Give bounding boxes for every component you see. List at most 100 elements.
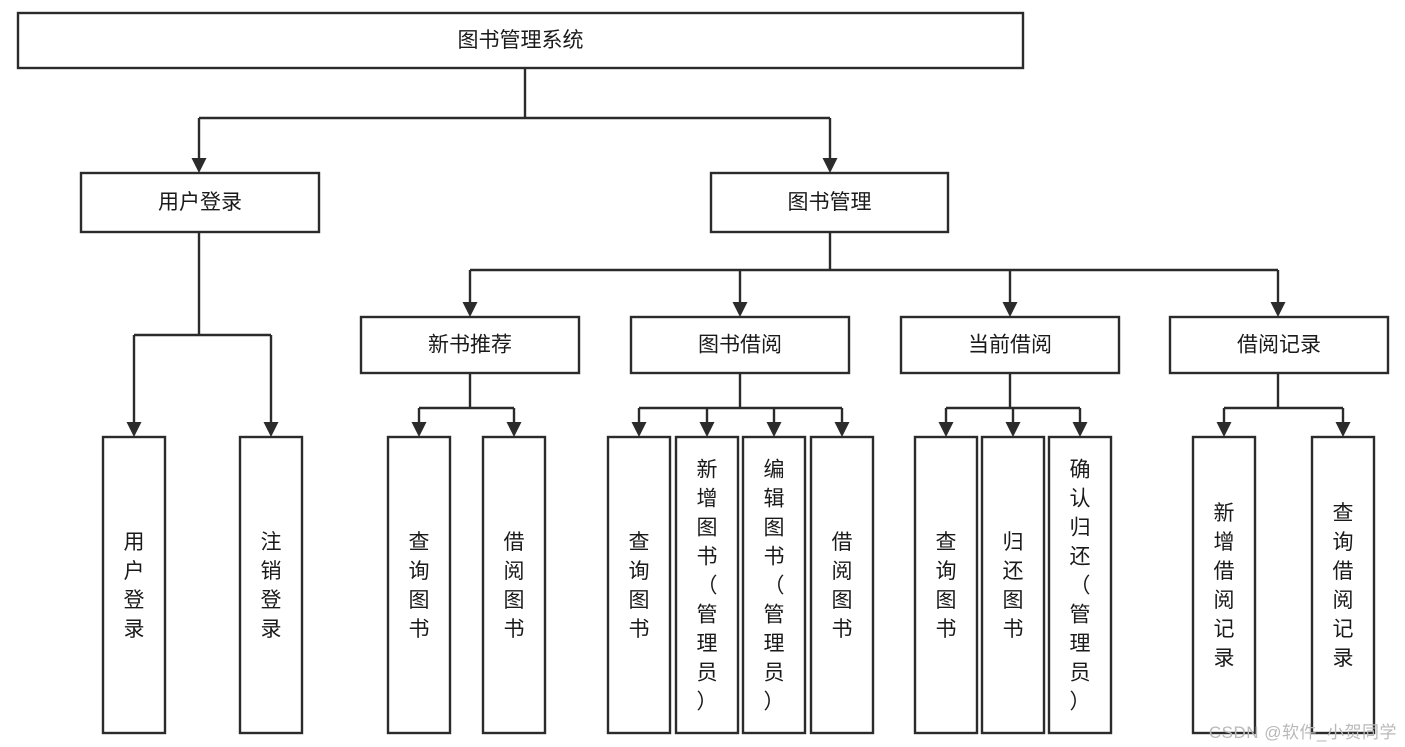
node-label: 查询借阅记录	[1333, 502, 1354, 670]
node-label-char: 书	[504, 618, 525, 641]
node-label-char: 归	[1070, 517, 1091, 540]
node-leaf-9-归还图书[interactable]: 归还图书	[980, 435, 1046, 735]
node-label-char: 注	[261, 531, 282, 554]
node-rect[interactable]	[79, 171, 321, 234]
node-label-char: 归	[1003, 531, 1024, 554]
node-label: 归还图书	[1003, 531, 1024, 641]
node-root-图书管理系统[interactable]: 图书管理系统	[16, 11, 1025, 70]
node-leaf-2-查询图书[interactable]: 查询图书	[386, 435, 452, 735]
node-label-char: 管	[764, 604, 785, 627]
node-rect[interactable]	[709, 171, 950, 234]
node-rect[interactable]	[101, 435, 167, 735]
node-label-char: 阅	[1333, 589, 1354, 612]
node-label: 注销登录	[261, 531, 282, 641]
node-label-char: 询	[1333, 531, 1354, 554]
arrow-head	[938, 422, 954, 437]
node-rect[interactable]	[913, 435, 979, 735]
node-rect[interactable]	[674, 435, 740, 735]
node-label-char: 辑	[764, 488, 785, 511]
node-leaf-4-查询图书[interactable]: 查询图书	[606, 435, 672, 735]
watermark-label: CSDN @软件_小贺同学	[1208, 723, 1397, 742]
node-leaf-5-新增图书管理员[interactable]: 新增图书（管理员）	[674, 435, 740, 735]
node-label-char: 增	[697, 488, 718, 511]
node-label-char: 书	[409, 618, 430, 641]
node-rect[interactable]	[16, 11, 1025, 70]
node-label-char: 借	[832, 531, 853, 554]
node-label: 新书推荐	[428, 334, 512, 357]
node-rect[interactable]	[809, 435, 875, 735]
node-label-char: 图	[409, 589, 430, 612]
node-label-char: 阅	[504, 560, 525, 583]
node-level3-借阅记录[interactable]: 借阅记录	[1168, 315, 1390, 375]
node-leaf-7-借阅图书[interactable]: 借阅图书	[809, 435, 875, 735]
node-rect[interactable]	[1310, 435, 1376, 735]
node-level2-图书管理[interactable]: 图书管理	[709, 171, 950, 234]
node-label-char: 录	[1214, 647, 1235, 670]
arrow-head	[126, 422, 142, 437]
arrow-head	[1335, 422, 1351, 437]
node-leaf-11-新增借阅记录[interactable]: 新增借阅记录	[1191, 435, 1257, 735]
node-leaf-0-用户登录[interactable]: 用户登录	[101, 435, 167, 735]
node-label-char: 员	[697, 662, 718, 685]
arrow-head	[834, 422, 850, 437]
node-rect[interactable]	[606, 435, 672, 735]
arrow-head	[766, 422, 782, 437]
node-label: 借阅记录	[1237, 334, 1321, 357]
node-rect[interactable]	[899, 315, 1121, 375]
node-rect[interactable]	[238, 435, 304, 735]
node-leaf-3-借阅图书[interactable]: 借阅图书	[481, 435, 547, 735]
arrow-head	[732, 302, 748, 317]
node-label-char: 询	[936, 560, 957, 583]
node-level3-图书借阅[interactable]: 图书借阅	[629, 315, 851, 375]
node-leaf-1-注销登录[interactable]: 注销登录	[238, 435, 304, 735]
node-label-char: 录	[124, 618, 145, 641]
node-leaf-12-查询借阅记录[interactable]: 查询借阅记录	[1310, 435, 1376, 735]
node-label-char: 借	[1333, 560, 1354, 583]
node-rect[interactable]	[1168, 315, 1390, 375]
node-label-char: 阅	[1214, 589, 1235, 612]
node-leaf-6-编辑图书管理员[interactable]: 编辑图书（管理员）	[741, 435, 807, 735]
node-layer: 图书管理系统用户登录图书管理新书推荐图书借阅当前借阅借阅记录用户登录注销登录查询…	[16, 11, 1390, 735]
arrow-head	[631, 422, 647, 437]
arrow-head	[1005, 422, 1021, 437]
node-label-char: ）	[764, 691, 785, 714]
node-label-char: 图	[832, 589, 853, 612]
node-level3-新书推荐[interactable]: 新书推荐	[359, 315, 581, 375]
node-label-char: 查	[629, 531, 650, 554]
node-label-char: 增	[1214, 531, 1235, 554]
node-label-char: 图	[936, 589, 957, 612]
node-rect[interactable]	[980, 435, 1046, 735]
node-leaf-10-确认归还管理员[interactable]: 确认归还（管理员）	[1047, 435, 1113, 735]
node-rect[interactable]	[1047, 435, 1113, 735]
node-leaf-8-查询图书[interactable]: 查询图书	[913, 435, 979, 735]
arrow-head	[1072, 422, 1088, 437]
node-label-char: 书	[936, 618, 957, 641]
node-label-char: 查	[1333, 502, 1354, 525]
arrow-head	[506, 422, 522, 437]
node-label-char: 编	[764, 459, 785, 482]
node-label-char: 员	[764, 662, 785, 685]
node-label-char: 书	[629, 618, 650, 641]
node-rect[interactable]	[386, 435, 452, 735]
node-label: 借阅图书	[504, 531, 525, 641]
arrow-head	[1216, 422, 1232, 437]
arrow-head	[699, 422, 715, 437]
node-rect[interactable]	[1191, 435, 1257, 735]
node-rect[interactable]	[359, 315, 581, 375]
node-label: 新增图书（管理员）	[697, 459, 718, 714]
node-label: 用户登录	[124, 531, 145, 641]
node-rect[interactable]	[741, 435, 807, 735]
node-rect[interactable]	[481, 435, 547, 735]
node-label-char: 理	[764, 633, 785, 656]
node-rect[interactable]	[629, 315, 851, 375]
arrow-head	[411, 422, 427, 437]
node-label-char: 登	[124, 589, 145, 612]
node-level2-用户登录[interactable]: 用户登录	[79, 171, 321, 234]
node-label-char: 录	[1333, 647, 1354, 670]
node-label: 借阅图书	[832, 531, 853, 641]
node-label-char: 书	[1003, 618, 1024, 641]
node-label: 新增借阅记录	[1214, 502, 1235, 670]
node-label: 查询图书	[936, 531, 957, 641]
node-level3-当前借阅[interactable]: 当前借阅	[899, 315, 1121, 375]
